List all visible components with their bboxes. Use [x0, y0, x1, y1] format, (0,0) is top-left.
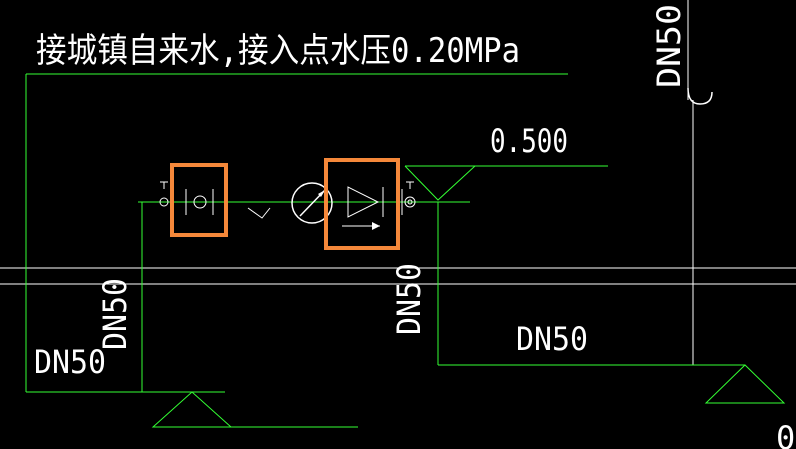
title-text: 接城镇自来水,接入点水压0.20MPa: [36, 31, 520, 71]
elevation-triangle-icon: [704, 364, 786, 404]
water-meter-icon: [185, 189, 214, 215]
elevation-label: 0.500: [490, 122, 568, 160]
check-hook-icon: [247, 207, 271, 219]
pipe-hook-icon: [687, 87, 713, 105]
gate-valve-icon: [401, 181, 416, 215]
partial-label: 0: [776, 419, 795, 449]
pipe-label-left-horizontal: DN50: [34, 343, 106, 381]
pipe-label-right-horizontal: DN50: [516, 320, 588, 358]
elevation-marker-icon: [404, 165, 476, 201]
pipe-label-center-vertical: DN50: [390, 263, 428, 335]
backflow-preventer-icon: [342, 186, 384, 230]
elevation-triangle-icon: [151, 391, 233, 428]
highlight-box-backflow-preventer: [324, 158, 400, 250]
pipe-label-top-right: DN50: [650, 4, 688, 88]
highlight-box-water-meter: [170, 163, 228, 237]
pipe-label-left-vertical: DN50: [96, 278, 134, 350]
pressure-gauge-icon: [291, 182, 333, 224]
